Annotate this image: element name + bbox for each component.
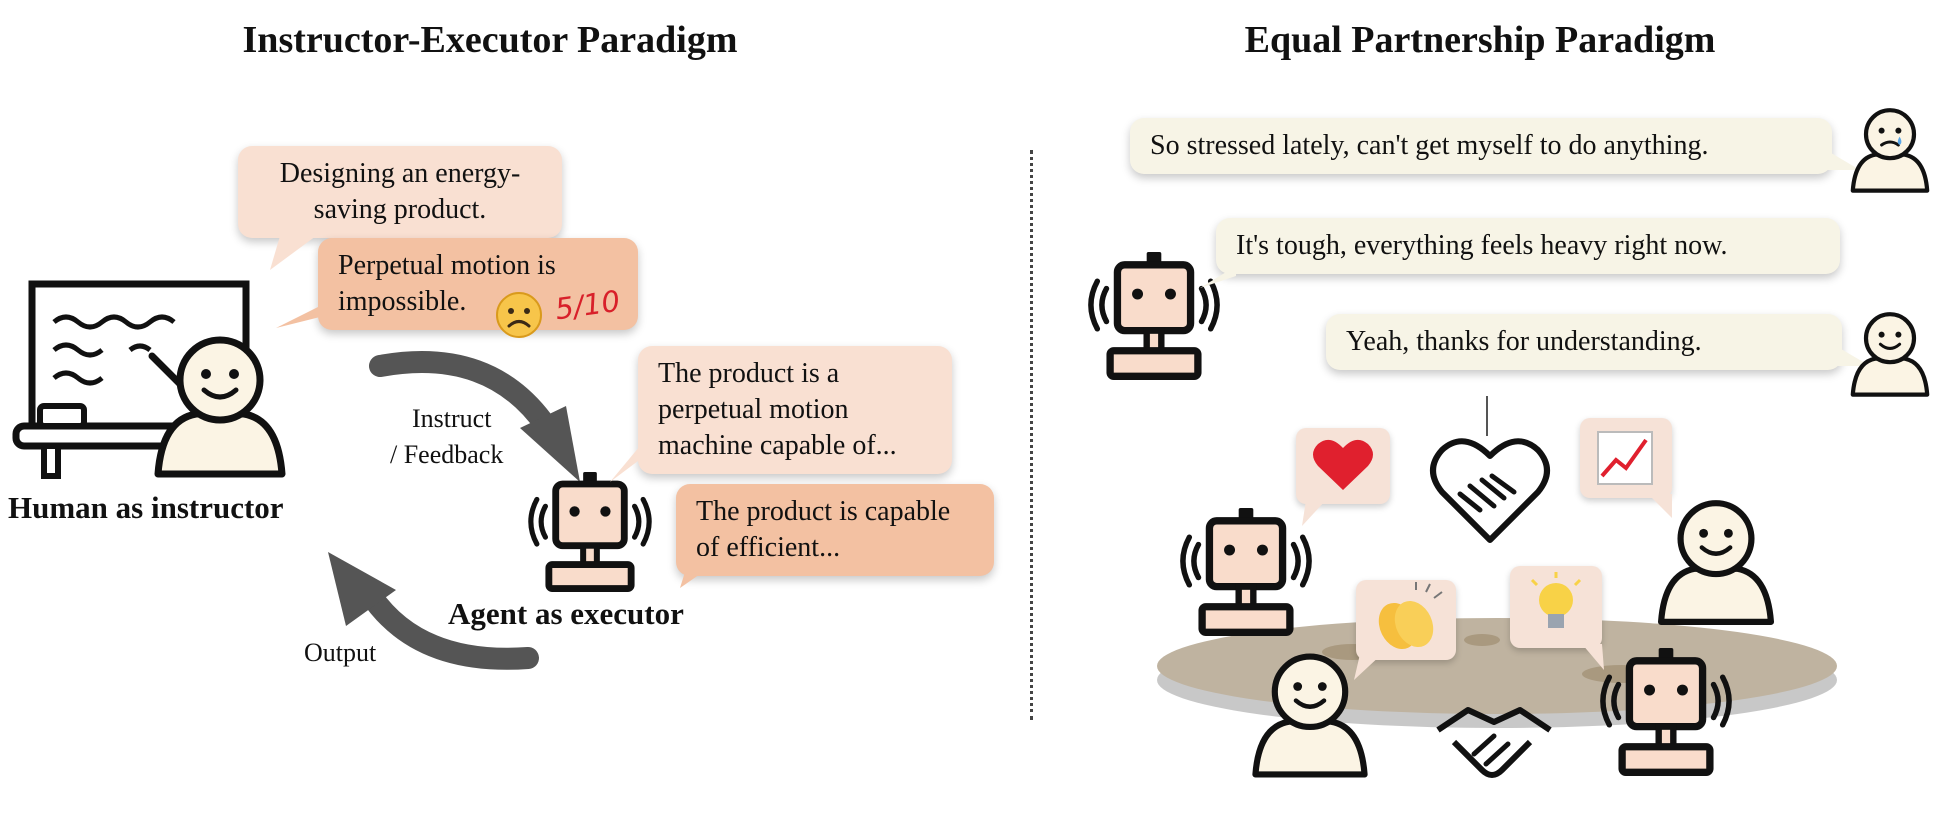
bubble-design-text: Designing an energy-saving product. (280, 158, 521, 225)
sad-face-emoji (494, 290, 544, 340)
happy-human-figure (1848, 302, 1932, 402)
bubble-product1-text: The product is a perpetual motion machin… (658, 358, 897, 461)
bubble-stressed-text: So stressed lately, can't get myself to … (1150, 130, 1708, 161)
heart-handshake-icon (1430, 436, 1550, 546)
bubble-product1: The product is a perpetual motion machin… (638, 346, 952, 474)
bubble-tough: It's tough, everything feels heavy right… (1216, 218, 1840, 274)
human-instructor-figure (150, 328, 290, 478)
clap-emoji-card (1356, 580, 1456, 660)
feedback-label: / Feedback (390, 438, 503, 472)
heart-card-tail (1302, 500, 1332, 530)
bubble-product2-text: The product is capable of efficient... (696, 496, 950, 563)
chart-increasing-emoji (1580, 418, 1672, 498)
sad-human-figure (1848, 98, 1932, 198)
clap-card-tail (1354, 654, 1384, 684)
chart-emoji-card (1580, 418, 1672, 498)
bubble-stressed: So stressed lately, can't get myself to … (1130, 118, 1832, 174)
connector-line (1484, 396, 1490, 436)
bulb-emoji-card (1510, 566, 1602, 648)
light-bulb-emoji (1510, 566, 1602, 648)
bubble-thanks: Yeah, thanks for understanding. (1326, 314, 1842, 370)
robot-figure-table-left (1176, 508, 1316, 636)
bubble-tough-tail (1200, 266, 1240, 296)
clapping-hands-emoji (1356, 580, 1456, 660)
bubble-product2-tail (680, 556, 740, 596)
left-panel-title: Instructor-Executor Paradigm (243, 18, 738, 62)
panel-divider (1030, 150, 1033, 720)
right-panel-title: Equal Partnership Paradigm (1245, 18, 1716, 62)
bubble-design: Designing an energy-saving product. (238, 146, 562, 238)
output-label: Output (304, 636, 376, 670)
heart-emoji (1296, 428, 1390, 504)
robot-figure-table-front (1596, 648, 1736, 776)
human-label: Human as instructor (8, 490, 284, 526)
instruct-label: Instruct (412, 402, 491, 436)
bulb-card-tail (1582, 644, 1612, 674)
handshake-icon (1434, 700, 1554, 796)
heart-emoji-card (1296, 428, 1390, 504)
bubble-tough-text: It's tough, everything feels heavy right… (1236, 230, 1728, 261)
chart-card-tail (1648, 494, 1678, 524)
agent-label: Agent as executor (448, 596, 684, 632)
bubble-perpetual-tail (276, 306, 346, 346)
bubble-thanks-text: Yeah, thanks for understanding. (1346, 326, 1702, 357)
bubble-product1-tail (610, 446, 660, 496)
